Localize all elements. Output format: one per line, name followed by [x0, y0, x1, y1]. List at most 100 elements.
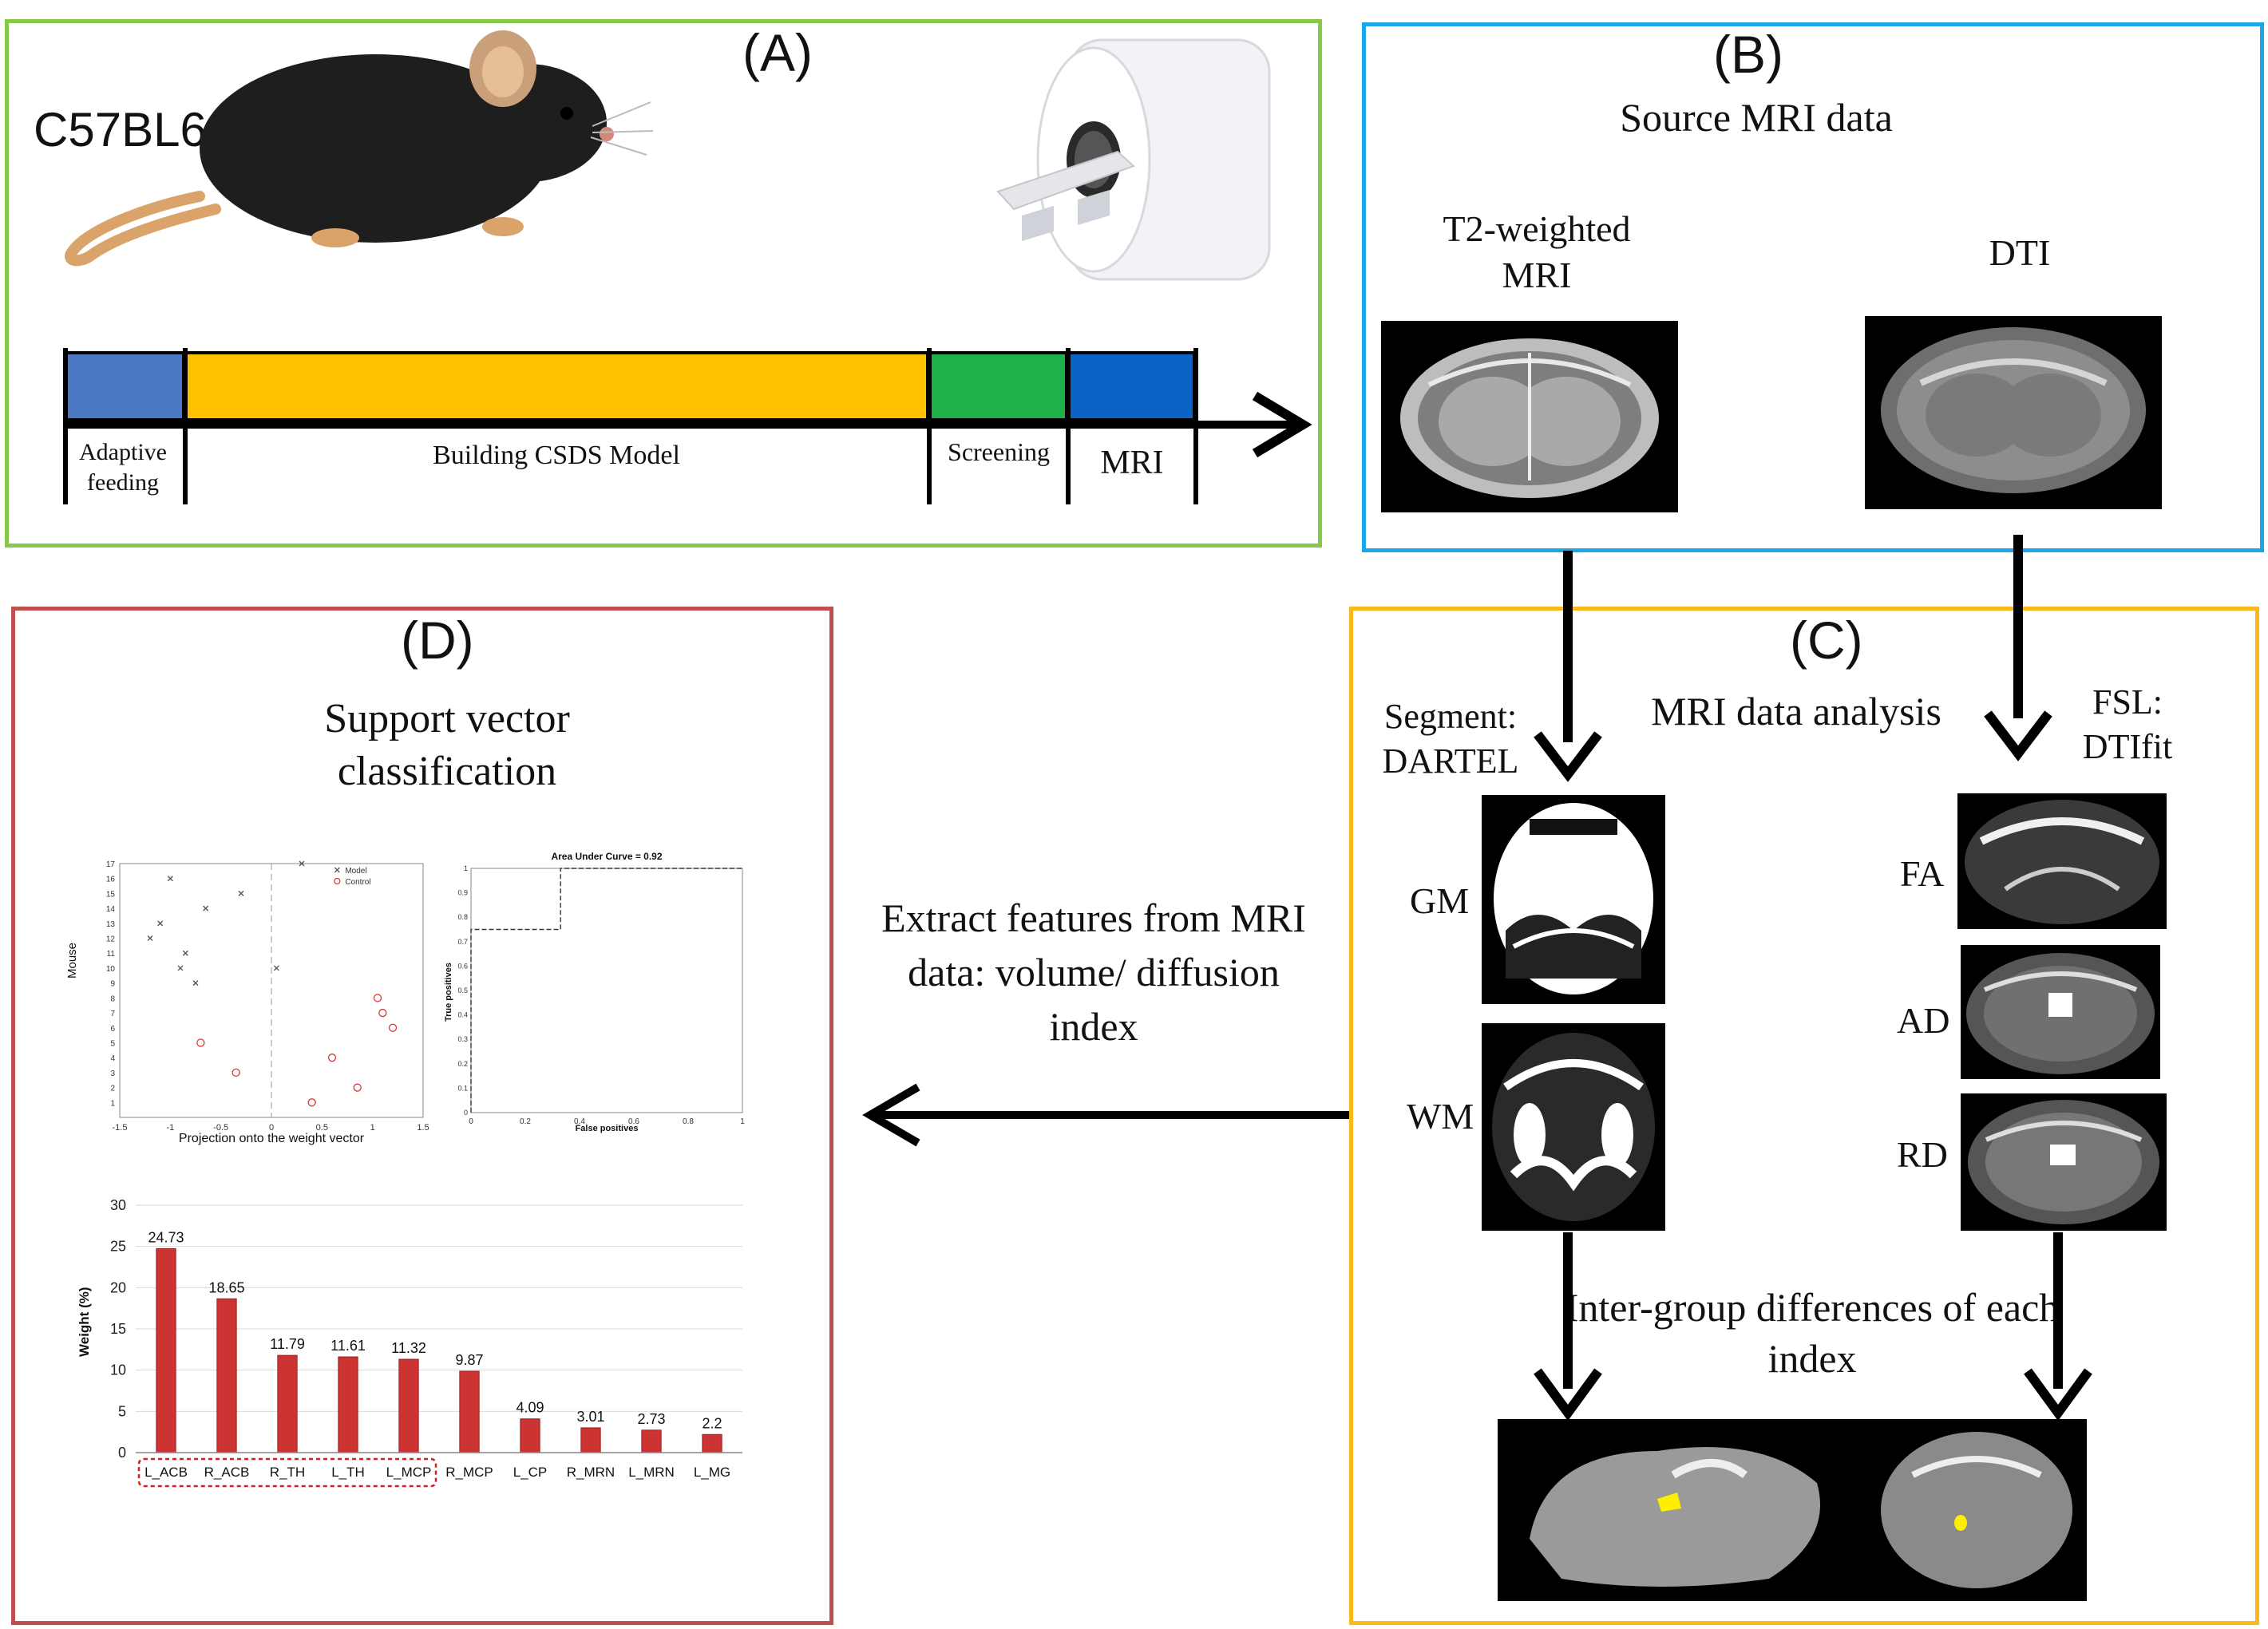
- bar-y-tick: 30: [110, 1197, 126, 1213]
- roc-x-tick: 0.2: [520, 1117, 531, 1126]
- bar-category-label: R_MRN: [567, 1465, 615, 1480]
- legend-label-control: Control: [345, 878, 370, 887]
- scatter-x-tick: 1.5: [417, 1123, 429, 1133]
- roc-frame: [470, 868, 743, 1113]
- bar-category-label: L_MCP: [386, 1465, 432, 1480]
- bar-ylabel: Weight (%): [77, 1287, 92, 1357]
- roc-title: Area Under Curve = 0.92: [551, 851, 663, 862]
- scatter-point-model: [238, 890, 244, 896]
- panel-c: [1349, 607, 2259, 1625]
- scatter-point-control: [232, 1068, 240, 1077]
- scatter-y-tick: 16: [106, 876, 116, 884]
- scatter-y-tick: 7: [110, 1010, 115, 1018]
- bar-value-label: 11.79: [270, 1336, 305, 1352]
- scatter-x-tick: -1: [166, 1123, 174, 1133]
- bar-category-label: R_ACB: [204, 1465, 250, 1480]
- panel-d-title: Support vector classification: [324, 696, 570, 794]
- scatter-y-tick: 13: [106, 920, 116, 929]
- scatter-x-tick: 0: [269, 1123, 274, 1133]
- scatter-x-tick: -0.5: [213, 1123, 228, 1133]
- fa-label: FA: [1900, 853, 1945, 894]
- scatter-point-model: [177, 965, 184, 971]
- roc-x-tick: 0: [469, 1117, 473, 1126]
- scatter-y-tick: 6: [110, 1025, 115, 1034]
- bar-value-label: 11.32: [391, 1340, 426, 1356]
- bar-y-tick: 25: [110, 1239, 126, 1255]
- roc-y-tick: 0.3: [457, 1035, 468, 1043]
- bar-l-mg: [702, 1433, 722, 1453]
- bar-l-mcp: [398, 1358, 419, 1453]
- feature-weight-bar-chart: 05101520253024.73L_ACB18.65R_ACB11.79R_T…: [110, 1197, 742, 1488]
- bar-category-label: L_ACB: [144, 1465, 188, 1480]
- ad-label: AD: [1897, 1000, 1950, 1041]
- left-method-label: Segment: DARTEL: [1382, 697, 1519, 781]
- scatter-y-tick: 15: [106, 890, 116, 899]
- scatter-point-model: [147, 935, 153, 942]
- panel-b-label: (B): [1713, 25, 1783, 84]
- timeline-label-mri: MRI: [1100, 445, 1164, 481]
- scatter-x-tick: 0.5: [316, 1123, 328, 1133]
- ad-image: [1961, 945, 2160, 1079]
- bar-r-mrn: [580, 1427, 601, 1453]
- bar-l-cp: [520, 1418, 540, 1453]
- panel-d-label: (D): [401, 611, 474, 670]
- bar-y-tick: 15: [110, 1321, 126, 1337]
- scatter-ylabel: Mouse: [65, 942, 79, 979]
- bar-y-tick: 10: [110, 1362, 126, 1378]
- bar-category-label: L_MG: [694, 1465, 730, 1480]
- scatter-y-tick: 11: [107, 950, 116, 959]
- bar-value-label: 24.73: [148, 1229, 184, 1245]
- panel-a: [5, 19, 1322, 548]
- timeline-adaptive-feeding-bar: [64, 351, 185, 421]
- inter-group-diff-title: Inter-group differences of each index: [1565, 1285, 2060, 1381]
- bar-category-label: L_TH: [331, 1465, 365, 1480]
- timeline-mri-bar: [1067, 351, 1196, 421]
- panel-c-label: (C): [1790, 611, 1863, 670]
- scatter-y-tick: 17: [106, 860, 116, 869]
- fa-image: [1957, 793, 2167, 929]
- roc-x-tick: 0.8: [683, 1117, 694, 1126]
- roc-y-tick: 0.7: [457, 938, 468, 946]
- roc-y-tick: 0.8: [457, 913, 468, 921]
- bar-value-label: 4.09: [516, 1400, 544, 1416]
- roc-y-tick: 0.2: [457, 1060, 468, 1068]
- timeline-label-screening: Screening: [948, 437, 1050, 466]
- timeline-arrow: [63, 348, 1312, 504]
- bar-value-label: 3.01: [576, 1409, 604, 1425]
- bar-y-tick: 5: [118, 1403, 126, 1419]
- legend-marker-control: [334, 877, 341, 885]
- scatter-point-model: [157, 920, 164, 927]
- t2-mri-image: [1381, 321, 1678, 512]
- scatter-y-tick: 9: [110, 980, 115, 989]
- mri-scanner-illustration: [996, 38, 1271, 281]
- scatter-y-tick: 10: [106, 965, 116, 974]
- dti-image: [1865, 316, 2162, 509]
- scatter-y-tick: 12: [106, 935, 116, 944]
- bar-r-acb: [216, 1298, 237, 1453]
- wm-image: [1482, 1023, 1665, 1231]
- panel-b: [1362, 22, 2264, 552]
- scatter-point-control: [307, 1098, 316, 1107]
- gm-label: GM: [1410, 880, 1470, 921]
- dti-label: DTI: [1989, 232, 2051, 273]
- legend-label-model: Model: [345, 867, 366, 876]
- scatter-point-model: [299, 860, 305, 867]
- extract-features-text: Extract features from MRI data: volume/ …: [881, 896, 1306, 1049]
- bar-r-th: [277, 1354, 298, 1453]
- bar-l-acb: [156, 1247, 176, 1453]
- scatter-y-tick: 3: [110, 1070, 115, 1078]
- highlight-box: [137, 1457, 437, 1488]
- bar-category-label: R_TH: [270, 1465, 305, 1480]
- bar-value-label: 11.61: [331, 1338, 366, 1354]
- bar-category-label: L_CP: [513, 1465, 548, 1480]
- bar-y-tick: 20: [110, 1279, 126, 1295]
- roc-y-tick: 0.4: [457, 1011, 468, 1019]
- t2-weighted-label: T2-weighted MRI: [1443, 208, 1631, 295]
- roc-y-tick: 0.1: [457, 1084, 468, 1092]
- roc-x-tick: 0.4: [574, 1117, 585, 1126]
- scatter-point-control: [353, 1083, 362, 1092]
- group-difference-image: [1498, 1419, 2087, 1601]
- roc-xlabel: False positives: [575, 1124, 639, 1133]
- panel-a-label: (A): [742, 23, 813, 82]
